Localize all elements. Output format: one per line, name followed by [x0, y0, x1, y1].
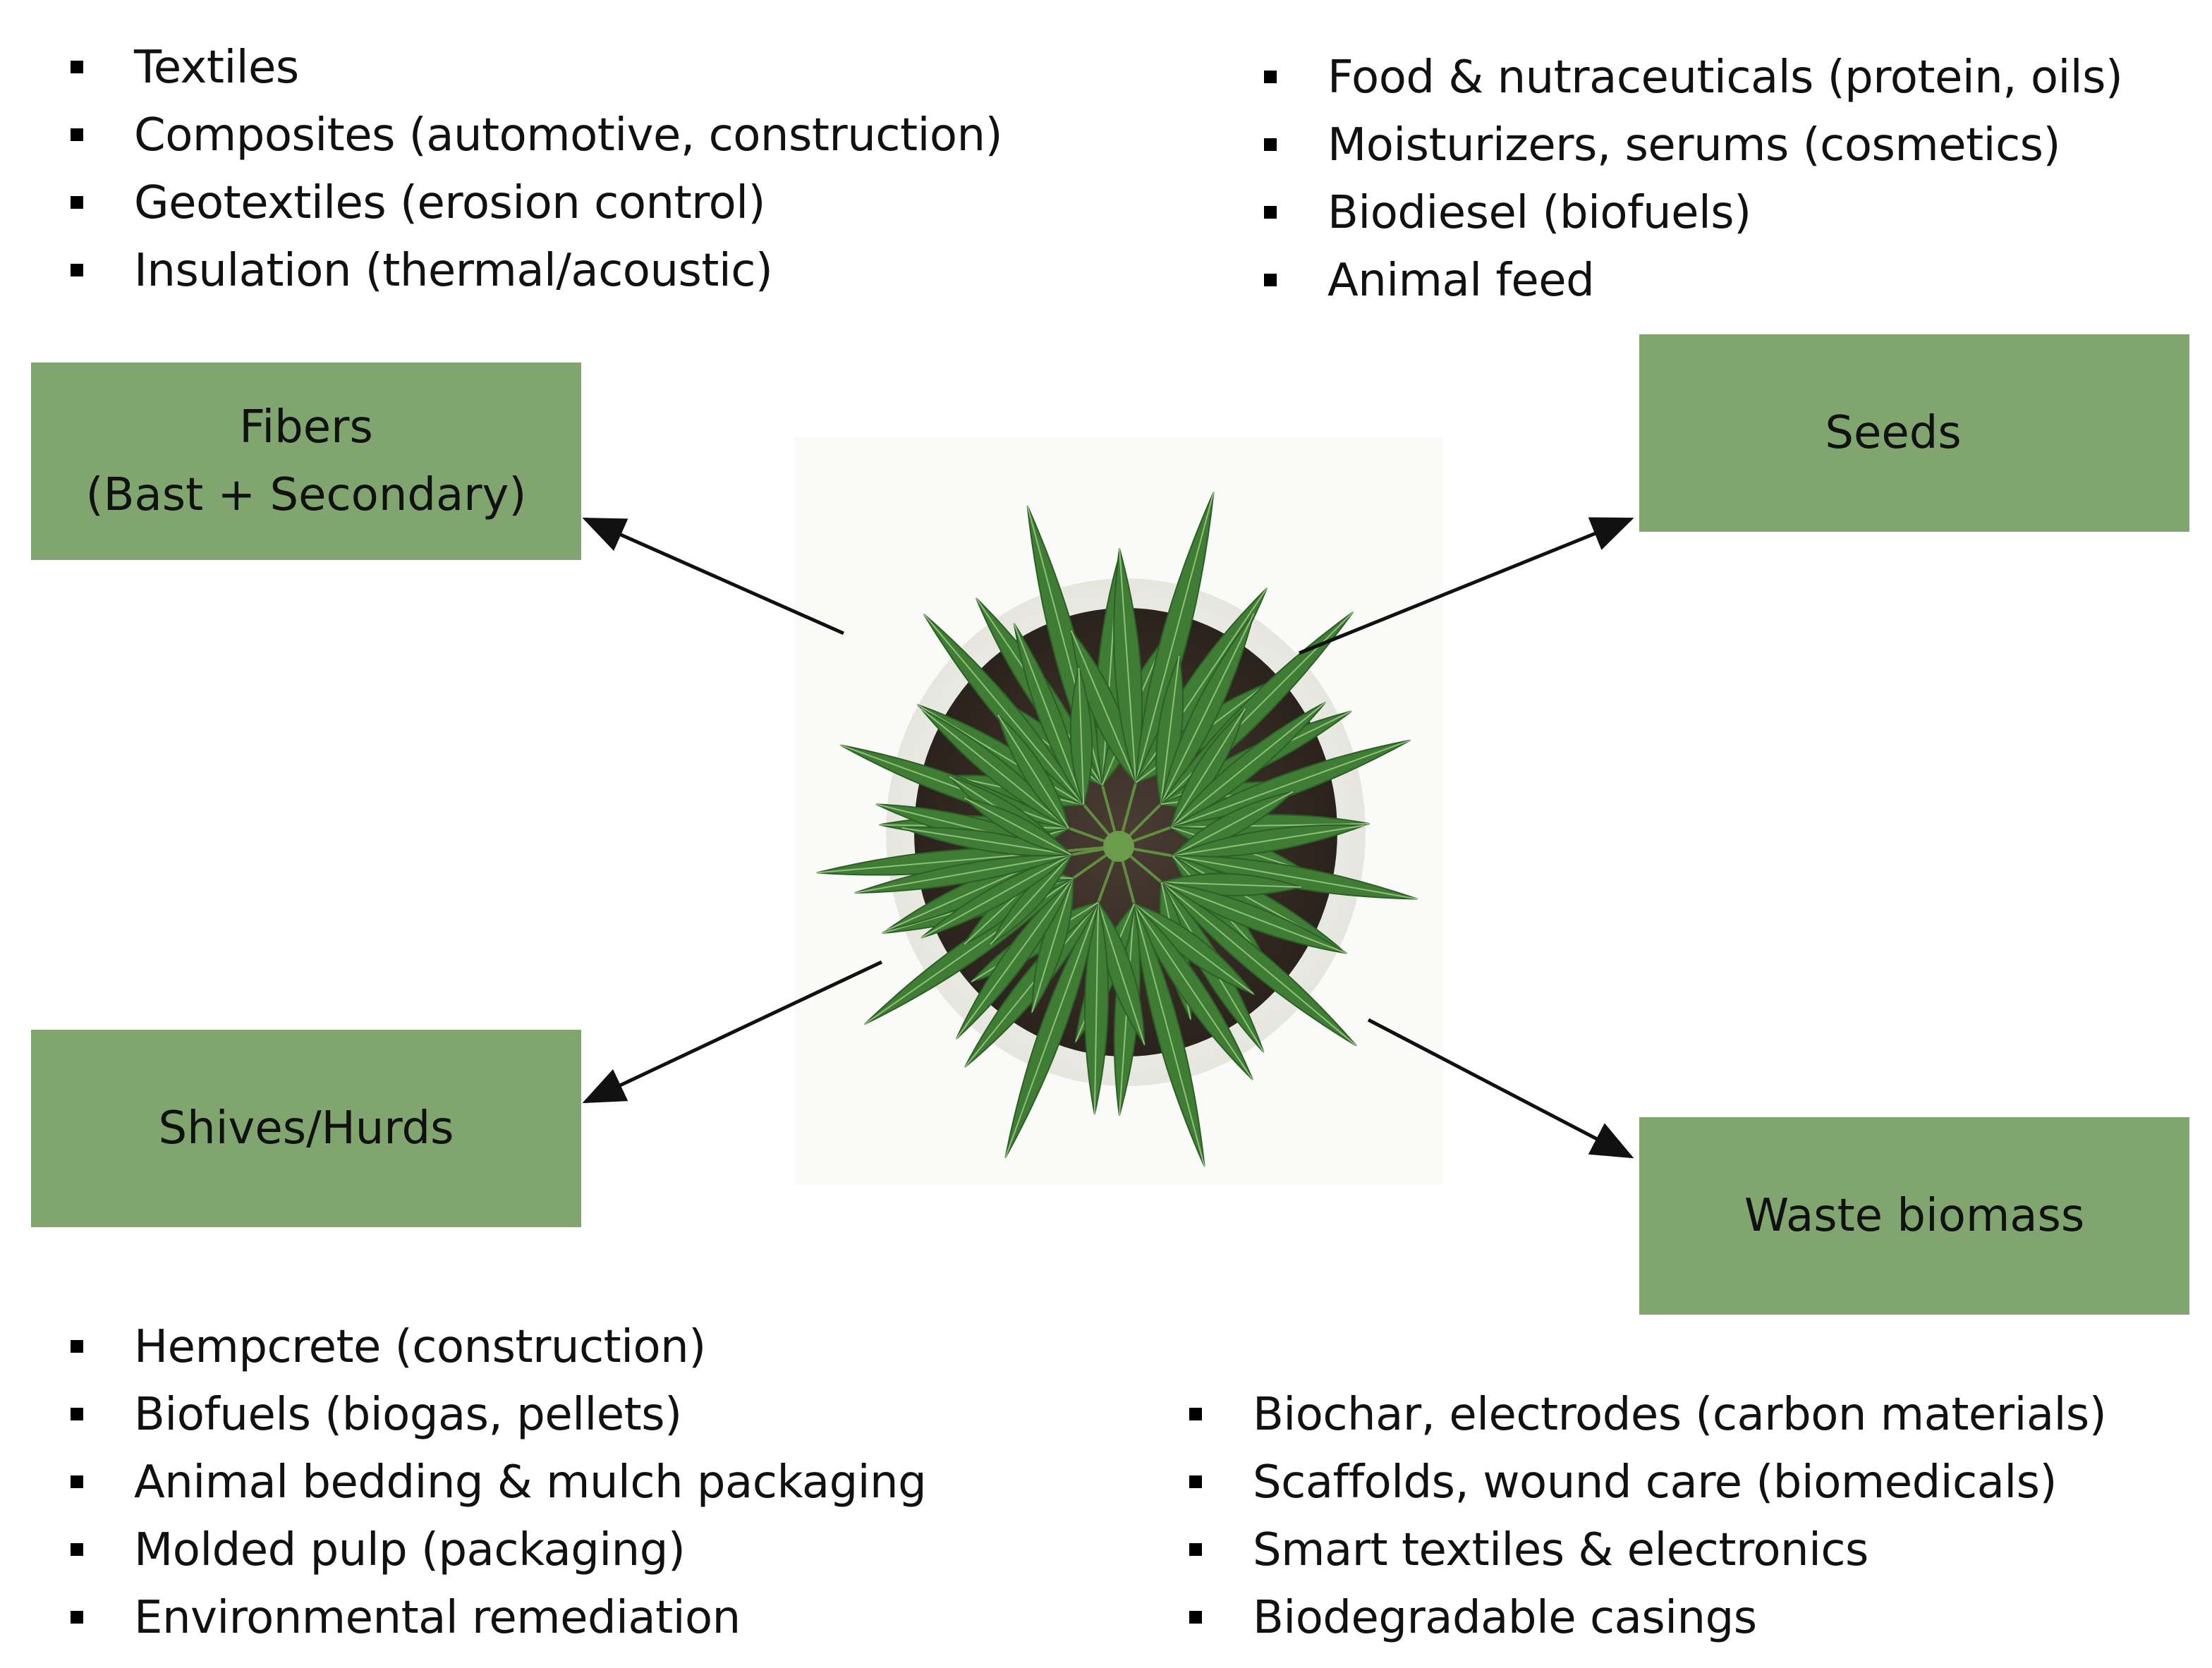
leaf-vein	[901, 827, 1071, 856]
leaf-vein	[955, 877, 1074, 1040]
list-item: Biodiesel (biofuels)	[1260, 179, 2122, 247]
shives-box: Shives/Hurds	[31, 1030, 581, 1227]
leaf-vein	[990, 854, 1072, 945]
fibers-title: Fibers	[239, 401, 373, 453]
leaf-vein	[1031, 878, 1074, 1013]
leaf-vein	[1161, 881, 1347, 954]
arrow-to-seeds	[1299, 517, 1634, 655]
list-item: Biodegradable casings	[1185, 1584, 2106, 1652]
leaf-vein	[1161, 881, 1302, 888]
leaf-vein	[920, 708, 1069, 829]
leaf-vein	[1078, 667, 1085, 805]
leaf-vein	[1172, 791, 1294, 857]
leaf-vein	[1134, 903, 1254, 995]
leaf-vein	[1171, 739, 1411, 828]
list-item: Hempcrete (construction)	[66, 1313, 926, 1381]
leaf-vein	[1070, 630, 1137, 783]
seeds-uses-list: Food & nutraceuticals (protein, oils) Mo…	[1260, 44, 2123, 315]
list-item: Scaffolds, wound care (biomedicals)	[1185, 1449, 2106, 1516]
leaf-vein	[854, 853, 1071, 894]
leaf-vein	[1013, 623, 1085, 805]
leaf-vein	[1098, 902, 1146, 1045]
list-item: Smart textiles & electronics	[1185, 1516, 2106, 1584]
leaf-vein	[1172, 855, 1418, 900]
shives-label: Shives/Hurds	[158, 1102, 454, 1155]
leaf-vein	[1093, 902, 1100, 1115]
leaf-vein	[964, 797, 1072, 856]
leaf-vein	[1134, 903, 1253, 1080]
list-item: Biochar, electrodes (carbon materials)	[1185, 1381, 2107, 1449]
arrow-to-shives	[582, 960, 883, 1104]
leaf-vein	[1135, 492, 1215, 783]
leaf-vein	[923, 613, 1085, 805]
list-item: Geotextiles (erosion control)	[66, 169, 1002, 237]
fibers-subtitle: (Bast + Secondary)	[85, 469, 527, 521]
leaf-vein	[1160, 655, 1180, 805]
leaf-vein	[920, 854, 1072, 939]
list-item: Composites (automotive, construction)	[66, 102, 1003, 169]
leaf-vein	[1133, 903, 1205, 1167]
list-item: Textiles	[66, 34, 1002, 102]
plant-leaves	[816, 492, 1418, 1167]
list-item: Animal bedding & mulch packaging	[66, 1449, 927, 1516]
leaf-vein	[964, 901, 1099, 1068]
shives-uses-list: Hempcrete (construction) Biofuels (bioga…	[66, 1313, 927, 1652]
list-item: Biofuels (biogas, pellets)	[66, 1381, 926, 1449]
fibers-box: Fibers (Bast + Secondary)	[31, 363, 581, 560]
arrow-to-fibers	[582, 517, 845, 635]
leaf-vein	[1004, 902, 1100, 1158]
plant-center	[1103, 831, 1134, 862]
leaf-vein	[997, 714, 1069, 829]
list-item: Food & nutraceuticals (protein, oils)	[1260, 44, 2123, 111]
leaf-vein	[1170, 708, 1246, 828]
list-item: Environmental remediation	[66, 1584, 926, 1652]
seeds-box: Seeds	[1639, 334, 2189, 532]
list-item: Moisturizers, serums (cosmetics)	[1260, 111, 2122, 179]
leaf-vein	[839, 744, 1069, 829]
fibers-uses-list: Textiles Composites (automotive, constru…	[66, 34, 1003, 305]
list-item: Insulation (thermal/acoustic)	[66, 237, 1002, 305]
leaf-vein	[1170, 702, 1326, 828]
waste-box: Waste biomass	[1639, 1117, 2189, 1315]
waste-label: Waste biomass	[1744, 1190, 2085, 1242]
leaf-vein	[1119, 548, 1137, 783]
list-item: Animal feed	[1260, 247, 2122, 315]
seeds-label: Seeds	[1825, 407, 1962, 459]
hemp-plant-in-pot-icon	[794, 437, 1443, 1185]
list-item: Molded pulp (packaging)	[66, 1516, 926, 1584]
waste-uses-list: Biochar, electrodes (carbon materials) S…	[1185, 1381, 2107, 1652]
leaf-vein	[1160, 613, 1255, 805]
arrow-to-waste	[1367, 1018, 1634, 1159]
leaf-vein	[1172, 824, 1365, 857]
leaf-vein	[1161, 882, 1357, 1047]
